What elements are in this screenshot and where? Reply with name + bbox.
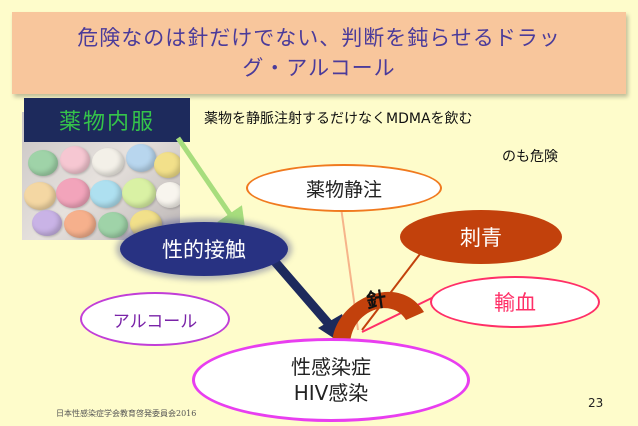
title-line-2: グ・アルコール [242,56,396,80]
line-tattoo-to-needle [361,253,421,331]
pill-icon [32,210,62,236]
note-line-2: のも危険 [502,149,558,165]
node-alcohol-label: アルコール [112,311,198,332]
pill-icon [90,180,122,208]
pill-icon [56,178,90,208]
pill-icon [64,210,96,238]
pill-icon [98,212,128,238]
pill-icon [156,182,180,208]
node-sti-hiv-line-1: 性感染症 [291,355,371,379]
node-sexual-contact: 性的接触 [120,222,288,276]
pill-icon [24,182,56,210]
node-sti-hiv-line-2: HIV感染 [293,381,369,405]
node-tattoo: 刺青 [400,210,562,264]
needle-label: 針 [364,286,388,314]
node-drug-injection-label: 薬物静注 [305,178,382,201]
arrow-oral-to-sexual [175,136,247,239]
title-line-1: 危険なのは針だけでない、判断を鈍らせるドラッ [77,26,561,50]
node-blood-transfusion-label: 輸血 [494,291,536,315]
pill-icon [122,178,156,208]
page-number: 23 [588,396,604,410]
pill-icon [92,148,124,176]
title-banner: 危険なのは針だけでない、判断を鈍らせるドラッ グ・アルコール [12,12,626,94]
pill-icon [154,152,180,178]
credit-text: 日本性感染症学会教育啓発委員会2016 [56,409,197,418]
arrow-sexual-to-target [266,253,338,333]
node-sti-hiv: 性感染症 HIV感染 [192,338,470,422]
pill-icon [28,150,58,176]
node-blood-transfusion: 輸血 [430,276,600,328]
node-oral-drugs-label: 薬物内服 [58,110,155,135]
node-tattoo-label: 刺青 [460,226,502,250]
note-line-1: 薬物を静脈注射するだけなくMDMAを飲む [204,111,473,127]
pill-icon [126,144,156,172]
needle-arch [332,291,424,346]
pill-icon [60,146,90,174]
node-oral-drugs: 薬物内服 [24,98,190,142]
node-alcohol: アルコール [80,292,230,346]
node-drug-injection: 薬物静注 [246,164,442,212]
node-sexual-contact-label: 性的接触 [162,238,246,262]
